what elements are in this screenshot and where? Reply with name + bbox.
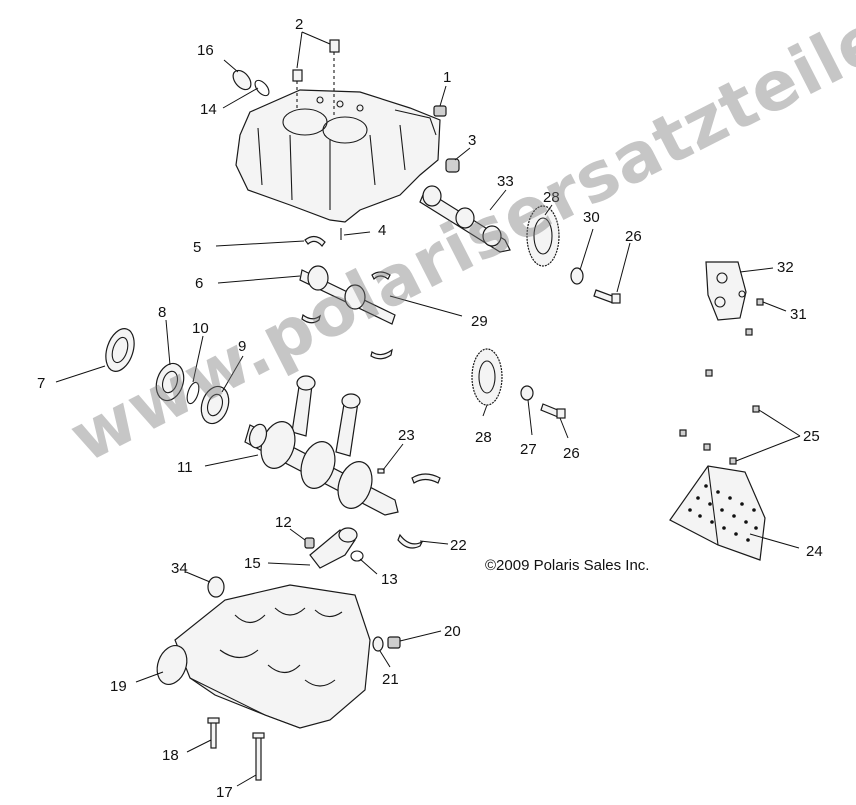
callout-16: 16 <box>197 42 214 59</box>
part-1-fitting <box>433 105 447 117</box>
callout-10: 10 <box>192 320 209 337</box>
callout-23: 23 <box>398 427 415 444</box>
callout-4: 4 <box>378 222 386 239</box>
callout-34: 34 <box>171 560 188 577</box>
callout-14: 14 <box>200 101 217 118</box>
part-21-washer <box>372 636 384 652</box>
callout-22: 22 <box>450 537 467 554</box>
upper-crankcase <box>235 89 441 223</box>
part-23-small-pin <box>377 468 385 474</box>
part-6-balance-shaft <box>299 265 396 360</box>
callout-5: 5 <box>193 239 201 256</box>
callout-32: 32 <box>777 259 794 276</box>
part-8-bearing <box>155 362 185 402</box>
callout-28-upper: 28 <box>543 189 560 206</box>
callout-7: 7 <box>37 375 45 392</box>
part-11-crankshaft <box>244 375 399 516</box>
callout-30: 30 <box>583 209 600 226</box>
callout-21: 21 <box>382 671 399 688</box>
part-13-o-ring <box>350 550 364 562</box>
part-26-bolt-lower <box>540 403 566 419</box>
part-27-washer <box>520 385 534 401</box>
callout-25: 25 <box>803 428 820 445</box>
callout-19: 19 <box>110 678 127 695</box>
callout-28-lower: 28 <box>475 429 492 446</box>
part-20-plug <box>387 636 401 649</box>
callout-31: 31 <box>790 306 807 323</box>
part-5-bearing-shell <box>304 235 326 247</box>
part-18-bolt <box>207 717 220 749</box>
part-10-ring <box>186 381 200 405</box>
part-17-bolt <box>252 732 265 781</box>
callout-29: 29 <box>471 313 488 330</box>
callout-27: 27 <box>520 441 537 458</box>
part-2-dowel-pins <box>292 39 340 115</box>
part-25-screws <box>679 328 760 465</box>
callout-2: 2 <box>295 16 303 33</box>
callout-26-upper: 26 <box>625 228 642 245</box>
part-24-baffle-plate <box>669 465 766 561</box>
part-14-o-ring <box>254 79 270 97</box>
part-26-bolt-upper <box>593 289 621 304</box>
callout-26-lower: 26 <box>563 445 580 462</box>
part-22-bearing-shells <box>397 473 441 549</box>
part-12-fitting <box>304 537 315 549</box>
lower-crankcase <box>156 584 371 729</box>
part-30-washer <box>570 267 584 285</box>
callout-15: 15 <box>244 555 261 572</box>
callout-1: 1 <box>443 69 451 86</box>
part-7-seal <box>105 328 135 372</box>
callout-33: 33 <box>497 173 514 190</box>
part-28-gear-upper <box>526 205 560 267</box>
callout-6: 6 <box>195 275 203 292</box>
part-3-plug <box>445 158 460 173</box>
callout-18: 18 <box>162 747 179 764</box>
part-15-pickup <box>309 527 358 569</box>
part-28-gear-lower <box>471 348 503 406</box>
callout-labels: 1 2 3 4 5 6 7 8 9 10 11 12 13 14 15 16 1… <box>37 16 823 801</box>
copyright-notice: ©2009 Polaris Sales Inc. <box>485 557 650 574</box>
callout-17: 17 <box>216 784 233 801</box>
callout-9: 9 <box>238 338 246 355</box>
part-16-seal <box>232 69 252 91</box>
callout-8: 8 <box>158 304 166 321</box>
leader-lines <box>55 31 801 787</box>
callout-20: 20 <box>444 623 461 640</box>
callout-12: 12 <box>275 514 292 531</box>
callout-13: 13 <box>381 571 398 588</box>
part-9-bearing <box>200 385 230 425</box>
callout-24: 24 <box>806 543 823 560</box>
callout-3: 3 <box>468 132 476 149</box>
part-34-seal <box>207 576 225 598</box>
callout-11: 11 <box>177 459 193 476</box>
part-32-plate <box>705 261 747 321</box>
part-33-camshaft <box>419 185 511 253</box>
part-31-screw <box>756 298 764 306</box>
